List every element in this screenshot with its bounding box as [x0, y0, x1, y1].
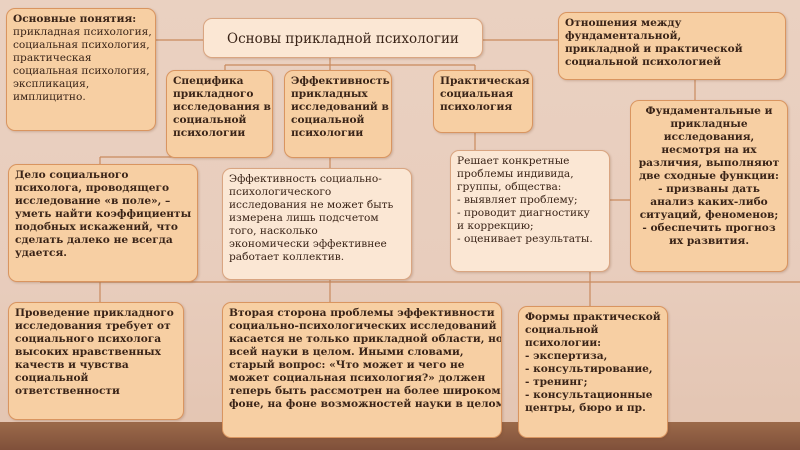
fundamental-box: Фундаментальные и прикладные исследовани…: [630, 100, 788, 272]
relations-line: прикладной и практической: [565, 43, 743, 55]
basic-concepts-line: социальная психология,: [13, 39, 150, 51]
moral-line: качеств и чувства: [15, 359, 129, 371]
basic-concepts-heading: Основные понятия:: [13, 13, 137, 25]
second-side-line: социально-психологических исследований: [229, 320, 497, 332]
field-work-line: исследование «в поле», –: [15, 195, 171, 207]
solves-line: - проводит диагностику: [457, 207, 590, 219]
efficiency-measure-line: того, насколько: [229, 225, 318, 237]
efficiency-measure-line: психологического: [229, 186, 332, 198]
page-title: Основы прикладной психологии: [203, 18, 483, 58]
practical-box: Практическая социальная психология: [433, 70, 533, 133]
practical-line: психология: [440, 101, 513, 113]
second-side-line: всей науки в целом. Иными словами,: [229, 346, 464, 358]
fundamental-line: Фундаментальные и: [645, 105, 773, 117]
forms-line: - экспертиза,: [525, 350, 608, 362]
second-side-line: может социальная психология?» должен: [229, 372, 486, 384]
fundamental-line: их развития.: [668, 235, 750, 247]
moral-line: ответственности: [15, 385, 120, 397]
second-side-line: теперь быть рассмотрен на более широком: [229, 385, 501, 397]
efficiency-box: Эффективность прикладных исследований в …: [284, 70, 392, 158]
solves-line: проблемы индивида,: [457, 168, 574, 180]
forms-line: - тренинг;: [525, 376, 588, 388]
forms-box: Формы практической социальной психологии…: [518, 306, 668, 438]
relations-box: Отношения между фундаментальной, приклад…: [558, 12, 786, 80]
second-side-line: фоне, на фоне возможностей науки в целом…: [229, 398, 502, 410]
efficiency-measure-box: Эффективность социально- психологическог…: [222, 168, 412, 280]
basic-concepts-line: социальная психология,: [13, 65, 150, 77]
specifics-line: социальной: [173, 114, 247, 126]
efficiency-measure-line: исследования не может быть: [229, 199, 394, 211]
relations-line: социальной психологией: [565, 56, 722, 68]
forms-line: психологии:: [525, 337, 602, 349]
forms-line: - консультационные: [525, 389, 653, 401]
field-work-line: психолога, проводящего: [15, 182, 170, 194]
moral-line: Проведение прикладного: [15, 307, 174, 319]
second-side-box: Вторая сторона проблемы эффективности со…: [222, 302, 502, 438]
efficiency-line: социальной: [291, 114, 365, 126]
moral-line: социального психолога: [15, 333, 162, 345]
efficiency-measure-line: Эффективность социально-: [229, 173, 382, 185]
solves-line: Решает конкретные: [457, 155, 570, 167]
specifics-line: прикладного: [173, 88, 254, 100]
basic-concepts-line: экспликация,: [13, 78, 90, 90]
specifics-box: Специфика прикладного исследования в соц…: [166, 70, 273, 158]
specifics-line: исследования в: [173, 101, 271, 113]
field-work-line: сделать далеко не всегда: [15, 234, 173, 246]
relations-line: Отношения между: [565, 17, 682, 29]
solves-line: группы, общества:: [457, 181, 562, 193]
moral-line: исследования требует от: [15, 320, 171, 332]
basic-concepts-line: практическая: [13, 52, 92, 64]
practical-line: Практическая: [440, 75, 530, 87]
fundamental-line: - обеспечить прогноз: [642, 222, 776, 234]
basic-concepts-line: прикладная психология,: [13, 26, 152, 38]
solves-line: и коррекцию;: [457, 220, 534, 232]
fundamental-line: прикладные: [670, 118, 748, 130]
solves-line: - выявляет проблему;: [457, 194, 578, 206]
second-side-line: Вторая сторона проблемы эффективности: [229, 307, 495, 319]
forms-line: социальной: [525, 324, 599, 336]
moral-line: социальной: [15, 372, 89, 384]
fundamental-line: различия, выполняют: [638, 157, 780, 169]
forms-line: Формы практической: [525, 311, 661, 323]
efficiency-line: исследований в: [291, 101, 389, 113]
forms-line: центры, бюро и пр.: [525, 402, 646, 414]
basic-concepts-box: Основные понятия: прикладная психология,…: [6, 8, 156, 131]
specifics-line: психологии: [173, 127, 246, 139]
second-side-line: касается не только прикладной области, н…: [229, 333, 502, 345]
efficiency-measure-line: работает коллектив.: [229, 251, 345, 263]
fundamental-line: - призваны дать: [658, 183, 760, 195]
fundamental-line: несмотря на их: [661, 144, 757, 156]
efficiency-measure-line: экономически эффективнее: [229, 238, 387, 250]
second-side-line: старый вопрос: «Что может и чего не: [229, 359, 465, 371]
efficiency-line: прикладных: [291, 88, 368, 100]
field-work-line: подобных искажений, что: [15, 221, 178, 233]
field-work-box: Дело социального психолога, проводящего …: [8, 164, 198, 282]
specifics-line: Специфика: [173, 75, 244, 87]
fundamental-line: анализ каких-либо: [650, 196, 768, 208]
field-work-line: уметь найти коэффициенты: [15, 208, 192, 220]
moral-box: Проведение прикладного исследования треб…: [8, 302, 184, 420]
field-work-line: удается.: [15, 247, 67, 259]
efficiency-line: психологии: [291, 127, 364, 139]
practical-line: социальная: [440, 88, 514, 100]
fundamental-line: ситуаций, феноменов;: [639, 209, 779, 221]
basic-concepts-line: имплицитно.: [13, 91, 86, 103]
fundamental-line: исследования,: [663, 131, 755, 143]
fundamental-line: две сходные функции:: [639, 170, 779, 182]
solves-line: - оценивает результаты.: [457, 233, 593, 245]
efficiency-measure-line: измерена лишь подсчетом: [229, 212, 379, 224]
moral-line: высоких нравственных: [15, 346, 161, 358]
relations-line: фундаментальной,: [565, 30, 682, 42]
forms-line: - консультирование,: [525, 363, 653, 375]
solves-box: Решает конкретные проблемы индивида, гру…: [450, 150, 610, 272]
field-work-line: Дело социального: [15, 169, 129, 181]
efficiency-line: Эффективность: [291, 75, 390, 87]
